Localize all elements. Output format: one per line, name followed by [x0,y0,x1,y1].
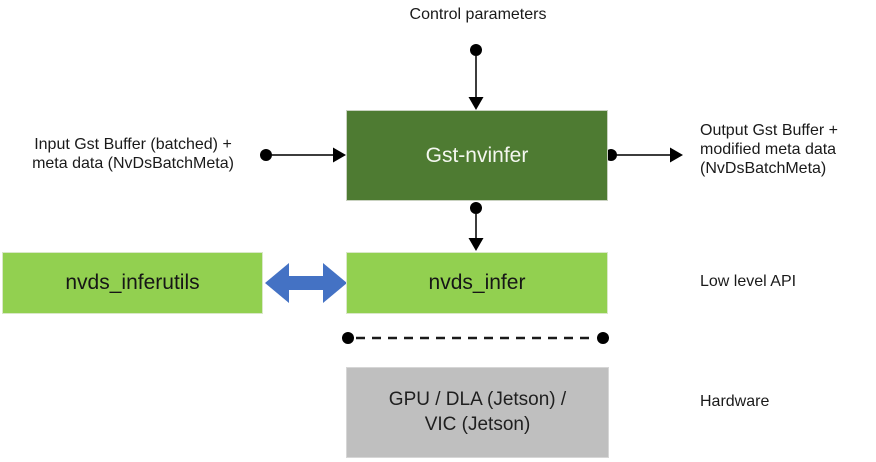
gstnvinfer-to-output-arrow-right-icon [605,147,683,163]
output-buffer-label-line3: (NvDsBatchMeta) [700,160,827,178]
input-buffer-label-line2: meta data (NvDsBatchMeta) [32,154,234,172]
control-to-gstnvinfer-arrow-down-icon [468,44,484,110]
api-hardware-dashed-line-separator [342,332,609,344]
gst-nvinfer-box: Gst-nvinfer [346,110,608,201]
control-parameters-label: Control parameters [409,6,547,23]
output-buffer-label-line2: modified meta data [700,141,837,159]
nvds-inferutils-box-label: nvds_inferutils [65,271,200,294]
nvds-infer-box: nvds_infer [346,252,608,314]
output-buffer-label-line1: Output Gst Buffer + [700,122,838,139]
input-buffer-label-line1: Input Gst Buffer (batched) + [34,136,232,153]
gstnvinfer-to-nvdsinfer-arrow-down-icon [468,202,484,251]
input-to-gstnvinfer-arrow-right-icon [260,147,346,163]
input-buffer-label: Input Gst Buffer (batched) + meta data (… [6,136,260,174]
hardware-label: Hardware [700,393,770,410]
nvds-infer-box-label: nvds_infer [428,271,526,294]
nvds-inferutils-box: nvds_inferutils [2,252,263,314]
nvdsinferutils-nvdsinfer-double-headed-arrow-icon [265,263,347,303]
gst-nvinfer-box-label: Gst-nvinfer [425,143,529,167]
low-level-api-label: Low level API [700,273,797,290]
hardware-box-label-line2: VIC (Jetson) [424,413,531,435]
output-buffer-label: Output Gst Buffer + modified meta data (… [700,121,876,179]
hardware-box-label-line1: GPU / DLA (Jetson) / [388,388,567,410]
hardware-box: GPU / DLA (Jetson) / VIC (Jetson) [346,367,609,458]
